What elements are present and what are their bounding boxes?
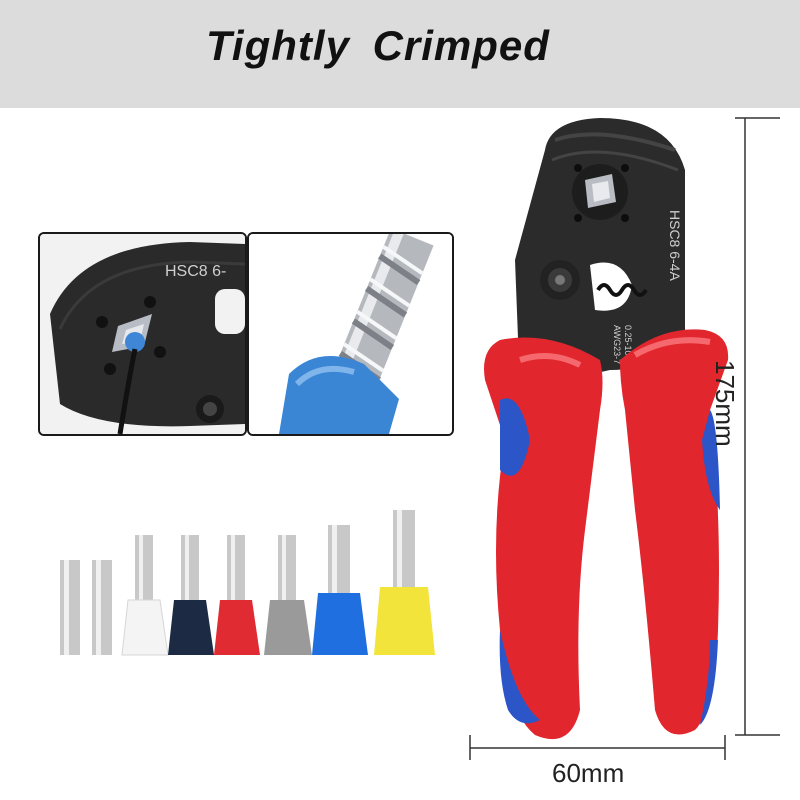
crimping-tool: HSC8 6-4A 0.25-10mm² AWG23-7: [484, 118, 729, 740]
tool-spec-text-2: AWG23-7: [612, 325, 622, 364]
ferrule-bare-2: [92, 560, 112, 655]
ferrule-navy: [168, 535, 214, 655]
banner-title: Tightly Crimped: [206, 22, 550, 69]
width-dimension-label: 60mm: [552, 758, 625, 788]
left-handle: [484, 337, 603, 740]
ferrule-blue: [312, 525, 368, 655]
ferrule-white: [121, 535, 169, 656]
jaw-closeup-image: HSC8 6-: [40, 234, 245, 434]
tool-model-text: HSC8 6-4A: [667, 210, 683, 281]
tool-spec-text-1: 0.25-10mm²: [623, 325, 633, 374]
ferrule-bare-1: [60, 560, 80, 655]
height-dimension-label: 175mm: [710, 360, 740, 447]
spring: [596, 283, 648, 297]
ferrule-yellow: [374, 510, 435, 655]
ferrule-grey: [264, 535, 312, 655]
right-handle: [620, 329, 729, 735]
ferrule-assortment: [60, 510, 435, 656]
crimped-ferrule-inset: [247, 232, 454, 436]
title-banner: Tightly Crimped: [0, 0, 800, 108]
jaw-closeup-inset: HSC8 6-: [38, 232, 247, 436]
inset-model-text: HSC8 6-: [165, 263, 226, 280]
ferrule-red: [214, 535, 260, 655]
crimped-ferrule-image: [249, 234, 452, 434]
